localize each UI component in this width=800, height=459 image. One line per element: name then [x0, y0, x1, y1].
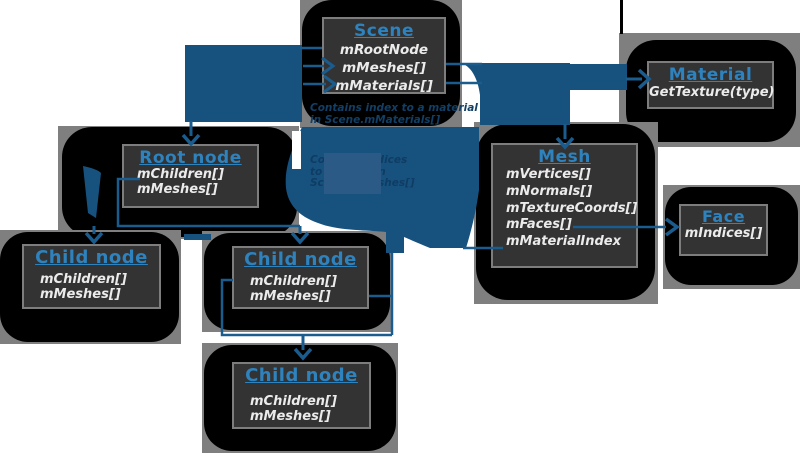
- root-node-title: Root node: [139, 148, 242, 168]
- field-mfaces: mFaces[]: [506, 217, 572, 233]
- field-mchildren: mChildren[]: [40, 272, 127, 287]
- material-fields: GetTexture(type): [649, 85, 775, 101]
- field-mmeshes: mMeshes[]: [40, 287, 121, 302]
- field-mmeshes: mMeshes[]: [137, 181, 218, 197]
- root-node-box: Root node mChildren[] mMeshes[]: [122, 144, 259, 208]
- scene-fields: mRootNode mMeshes[] mMaterials[]: [324, 41, 444, 95]
- field-mchildren: mChildren[]: [137, 167, 224, 182]
- material-index-note-line1: Contains index to a material: [310, 102, 478, 114]
- mesh-node-box: Mesh mVertices[] mNormals[] mTextureCoor…: [491, 143, 638, 268]
- field-mmaterialindex: mMaterialIndex: [506, 234, 621, 250]
- mesh-title: Mesh: [538, 147, 591, 167]
- face-title: Face: [701, 207, 746, 226]
- blob-right-portion: [460, 63, 570, 125]
- field-mnormals: mNormals[]: [506, 183, 593, 199]
- scene-node-box: Scene mRootNode mMeshes[] mMaterials[]: [322, 17, 446, 94]
- child-node-left-fields: mChildren[] mMeshes[]: [24, 272, 159, 302]
- material-index-note-line2: in Scene.mMaterials[]: [310, 114, 441, 126]
- child-node-middle-fields: mChildren[] mMeshes[]: [234, 274, 367, 304]
- field-mvertices: mVertices[]: [506, 167, 591, 182]
- field-mchildren: mChildren[]: [250, 274, 337, 289]
- material-title: Material: [668, 65, 753, 85]
- material-node-box: Material GetTexture(type): [647, 61, 775, 109]
- mesh-fields: mVertices[] mNormals[] mTextureCoords[] …: [493, 167, 638, 251]
- material-arrow-band: [562, 64, 627, 90]
- child-node-bottom-title: Child node: [245, 365, 358, 386]
- material-index-note: Contains index to a material in Scene.mM…: [310, 102, 478, 126]
- field-gettexture: GetTexture(type): [649, 85, 775, 100]
- scene-title: Scene: [354, 21, 414, 41]
- field-mrootnode: mRootNode: [339, 42, 429, 58]
- blob-wedge: [83, 166, 101, 218]
- child-node-left-title: Child node: [35, 247, 148, 268]
- meshes-note-overlay: [324, 153, 381, 194]
- face-fields: mIndices[]: [681, 226, 766, 242]
- blob-upper-rect: [185, 45, 302, 122]
- blob-remnant: [184, 234, 211, 240]
- field-mmaterials: mMaterials[]: [335, 78, 433, 94]
- root-node-fields: mChildren[] mMeshes[]: [124, 167, 257, 197]
- child-node-middle-box: Child node mChildren[] mMeshes[]: [232, 246, 369, 309]
- child-node-bottom-box: Child node mChildren[] mMeshes[]: [232, 362, 371, 429]
- child-node-bottom-fields: mChildren[] mMeshes[]: [234, 394, 369, 424]
- field-mchildren: mChildren[]: [250, 394, 337, 409]
- white-gap-strip: [292, 131, 301, 169]
- blob-central-mass: [285, 127, 479, 253]
- dark-strip-artifact: [620, 0, 623, 34]
- field-mmeshes: mMeshes[]: [342, 60, 426, 76]
- field-mtexturecoords: mTextureCoords[]: [506, 200, 638, 216]
- field-mmeshes: mMeshes[]: [250, 289, 331, 304]
- face-node-box: Face mIndices[]: [679, 204, 768, 256]
- field-mmeshes: mMeshes[]: [250, 409, 331, 424]
- child-node-middle-title: Child node: [244, 249, 357, 270]
- field-mindices: mIndices[]: [684, 226, 763, 241]
- child-node-left-box: Child node mChildren[] mMeshes[]: [22, 244, 161, 309]
